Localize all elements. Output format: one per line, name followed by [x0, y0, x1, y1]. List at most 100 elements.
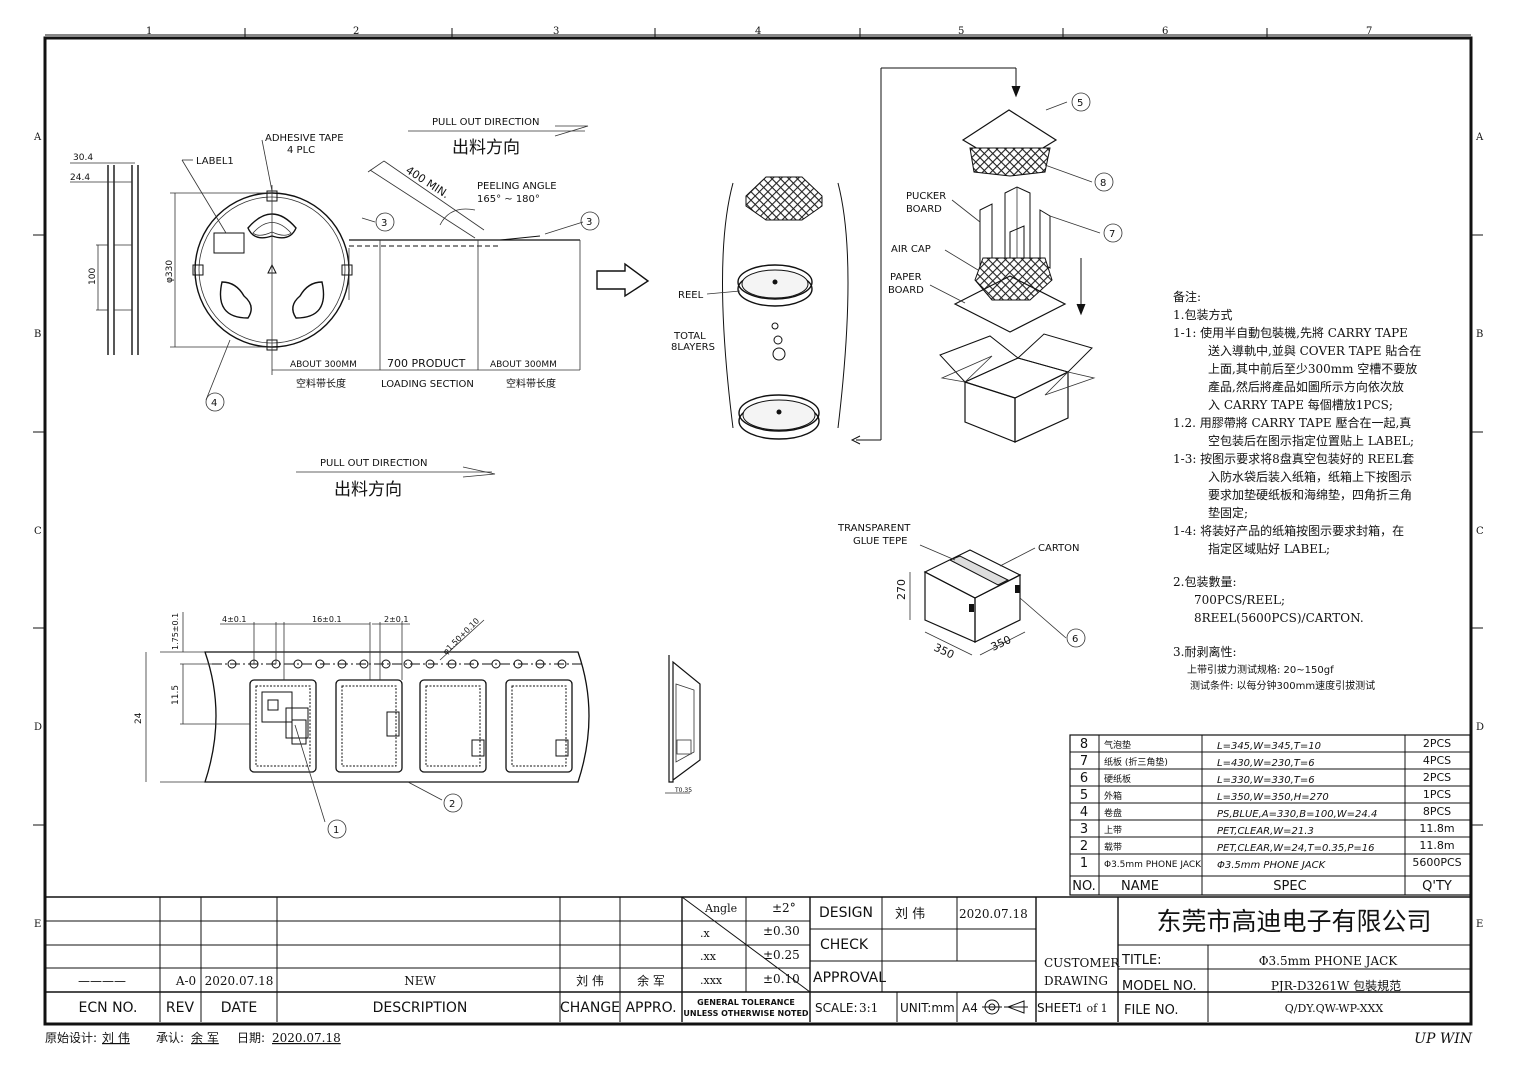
adhesive-tape-label: ADHESIVE TAPE	[265, 133, 344, 144]
four-plc-label: 4 PLC	[287, 145, 315, 156]
dim-24-4: 24.4	[70, 173, 90, 183]
design-date: 2020.07.18	[959, 907, 1028, 921]
dim-phi330: φ330	[165, 260, 175, 283]
col-label: 4	[755, 26, 761, 37]
tape-dim-hole: φ1.50+0.10	[441, 616, 481, 656]
bom-name: 上带	[1104, 825, 1122, 836]
callout-4: 4	[211, 398, 217, 409]
tape-dim-16: 16±0.1	[312, 615, 342, 624]
model-value: PJR-D3261W 包裝規范	[1271, 978, 1401, 993]
bom-table	[1069, 734, 1471, 896]
closed-carton: 270 350 350 TRANSPARENT GLUE TEPE CARTON…	[837, 523, 1086, 662]
header-date: DATE	[221, 1000, 257, 1016]
design-name: 刘 伟	[895, 907, 925, 922]
notes-line: 入防水袋后装入纸箱，纸箱上下按图示	[1208, 469, 1412, 484]
dim-30-4: 30.4	[73, 153, 93, 163]
scale-value: 3:1	[859, 1001, 878, 1015]
notes-line: 1-4: 将装好产品的纸箱按图示要求封箱，在	[1173, 523, 1404, 538]
col-label: 2	[353, 26, 359, 37]
pull-out-cn-1: 出料方向	[452, 138, 520, 158]
tape-strip-view: 400 MIN. PEELING ANGLE 165° ~ 180° 3 3 A…	[272, 117, 600, 500]
bom-spec: PET,CLEAR,W=21.3	[1217, 826, 1314, 837]
dim-270: 270	[895, 579, 908, 600]
notes-line: 指定区域贴好 LABEL;	[1208, 541, 1330, 556]
transparent-1: TRANSPARENT	[837, 523, 911, 534]
row-label: B	[34, 329, 41, 340]
bom-spec: L=430,W=230,T=6	[1217, 758, 1315, 769]
row-label: D	[1476, 722, 1484, 733]
total-label: TOTAL	[673, 331, 706, 342]
title-value: Φ3.5mm PHONE JACK	[1259, 954, 1399, 968]
approval-label: APPROVAL	[813, 970, 886, 986]
product-700: 700 PRODUCT	[387, 357, 466, 370]
process-arrow	[596, 262, 650, 298]
tol-xx: .xx	[700, 950, 717, 963]
footer-approve-label: 承认:	[156, 1031, 184, 1045]
callout-3: 3	[381, 218, 387, 229]
bom-qty: 8PCS	[1423, 805, 1451, 818]
label1-text: LABEL1	[196, 156, 234, 167]
bom-no: 7	[1080, 754, 1088, 769]
bom-qty: 5600PCS	[1412, 856, 1461, 869]
tol-xx-value: ±0.25	[763, 948, 800, 962]
notes-line: 测试条件: 以每分钟300mm速度引拔测试	[1190, 679, 1375, 692]
row-label: D	[34, 722, 42, 733]
notes-line: 空包装后在图示指定位置贴上 LABEL;	[1208, 433, 1414, 448]
reel-stack: REEL TOTAL 8LAYERS	[671, 67, 1021, 445]
title-label: TITLE:	[1121, 953, 1162, 968]
bom-spec: PS,BLUE,A=330,B=100,W=24.4	[1217, 809, 1377, 820]
customer-2: DRAWING	[1044, 974, 1108, 988]
unit-label: UNIT:mm	[900, 1001, 955, 1015]
notes-line: 2.包装數量:	[1173, 575, 1237, 589]
carton-label: CARTON	[1038, 543, 1080, 554]
bom-qty: 11.8m	[1419, 839, 1454, 852]
bom-header-qty: Q'TY	[1422, 879, 1452, 894]
bom-header-name: NAME	[1121, 879, 1159, 894]
paper-size: A4	[962, 1001, 978, 1015]
rev-ecn: ————	[78, 974, 126, 988]
general-tolerance-1: GENERAL TOLERANCE	[697, 998, 795, 1007]
col-label: 1	[146, 26, 152, 37]
carrier-tape-detail: 4±0.1 16±0.1 2±0.1 φ1.50+0.10 1.75±0.1 1…	[134, 612, 701, 839]
sheet-label: SHEET:	[1037, 1001, 1079, 1015]
tape-dim-175: 1.75±0.1	[171, 613, 180, 650]
model-label: MODEL NO.	[1122, 979, 1197, 994]
bom-no: 8	[1080, 737, 1088, 752]
exploded-carton: 5 8 7 PUCKER BOARD AIR CAP PAPER BOARD	[888, 92, 1123, 443]
footer-date: 2020.07.18	[272, 1031, 341, 1045]
drawing-frame: 1 2 3 4 5 6 7 A B C D E A B C D E	[33, 26, 1484, 1026]
bom-name: 外箱	[1104, 790, 1122, 802]
transparent-2: GLUE TEPE	[853, 536, 907, 547]
header-rev: REV	[166, 1000, 195, 1016]
row-label: C	[1476, 526, 1484, 537]
bom-name: 气泡垫	[1104, 739, 1131, 751]
empty-tape-right: 空料带长度	[506, 377, 556, 390]
bom-name: 卷盘	[1104, 807, 1122, 819]
peeling-angle-label: PEELING ANGLE	[477, 181, 557, 192]
bom-qty: 2PCS	[1423, 771, 1451, 784]
bom-no: 4	[1080, 805, 1088, 820]
notes-line: 產品,然后將產品如圖所示方向依次放	[1208, 379, 1404, 394]
footer-designer-label: 原始设计:	[45, 1031, 97, 1045]
tape-dim-24: 24	[134, 712, 144, 724]
tape-dim-2: 2±0.1	[384, 615, 409, 624]
peeling-angle-value: 165° ~ 180°	[477, 194, 540, 205]
footer: 原始设计: 刘 伟 承认: 余 军 日期: 2020.07.18 UP WIN	[45, 1030, 1473, 1047]
file-label: FILE NO.	[1124, 1003, 1178, 1018]
row-label: E	[34, 919, 41, 930]
pucker-board-1: PUCKER	[906, 191, 946, 202]
corner-text: UP WIN	[1414, 1031, 1473, 1047]
col-label: 5	[958, 26, 964, 37]
bom-spec: PET,CLEAR,W=24,T=0.35,P=16	[1217, 843, 1375, 854]
notes-line: 1-1: 使用半自動包裝機,先將 CARRY TAPE	[1173, 325, 1408, 340]
callout-3: 3	[586, 217, 592, 228]
rev-change: 刘 伟	[576, 974, 604, 988]
notes-line: 入 CARRY TAPE 每個槽放1PCS;	[1208, 397, 1393, 412]
footer-designer: 刘 伟	[102, 1031, 130, 1045]
design-label: DESIGN	[819, 905, 873, 921]
bom-qty: 11.8m	[1419, 822, 1454, 835]
notes-title: 备注:	[1173, 289, 1201, 304]
eight-layers-label: 8LAYERS	[671, 342, 715, 353]
